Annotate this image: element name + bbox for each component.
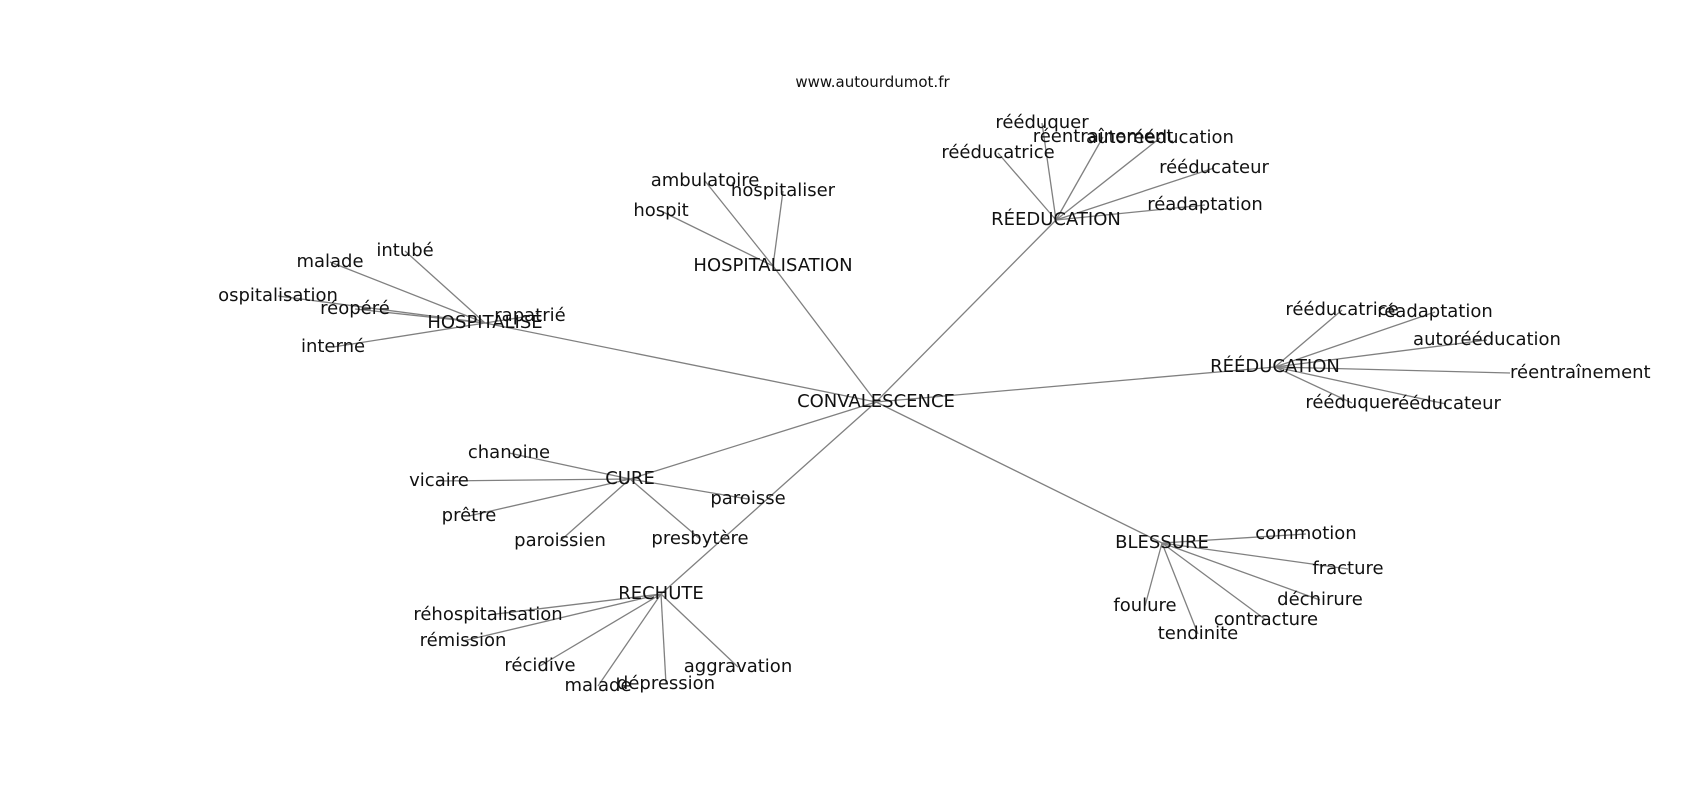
edge-center-to-hub	[772, 265, 877, 403]
leaf-node-label: rééduquer	[995, 112, 1089, 133]
hub-node-label: RECHUTE	[618, 583, 704, 604]
leaf-node-label: foulure	[1113, 595, 1176, 616]
edge-hub-to-leaf	[404, 250, 486, 324]
hub-node-label: BLESSURE	[1115, 532, 1209, 553]
edge-hub-to-leaf	[1055, 204, 1206, 221]
hub-node-label: HOSPITALISATION	[693, 255, 852, 276]
leaf-node-label: vicaire	[409, 470, 469, 491]
edge-hub-to-leaf	[484, 315, 531, 324]
edge-hub-to-leaf	[559, 478, 631, 542]
leaf-node-label: récidive	[504, 655, 575, 676]
edge-hub-to-leaf	[1161, 542, 1349, 570]
leaf-node-label: commotion	[1255, 523, 1356, 544]
leaf-node-label: réadaptation	[1377, 301, 1493, 322]
hub-node-label: RÉÉDUCATION	[1210, 355, 1340, 377]
edge-hub-to-leaf	[1274, 311, 1436, 368]
leaf-node-label: hospit	[633, 200, 688, 221]
edge-hub-to-leaf	[539, 593, 662, 667]
edge-hub-to-leaf	[1041, 122, 1057, 221]
edge-center-to-hub	[875, 219, 1057, 403]
leaf-node-label: malade	[296, 251, 363, 272]
graph-labels: CONVALESCENCE HOSPITALISÉ intubé malade ospi…	[218, 112, 1651, 696]
edge-hub-to-leaf	[597, 593, 662, 687]
center-node-label: CONVALESCENCE	[797, 391, 955, 412]
edge-center-to-hub	[875, 401, 1163, 544]
edge-hub-to-leaf	[1274, 366, 1353, 404]
edge-hub-to-leaf	[1274, 366, 1511, 374]
edge-hub-to-leaf	[1055, 137, 1161, 221]
leaf-node-label: hospitaliser	[731, 180, 836, 201]
leaf-node-label: réhospitalisation	[413, 604, 562, 625]
leaf-node-label: malade	[564, 675, 631, 696]
leaf-node-label: contracture	[1214, 609, 1318, 630]
edge-hub-to-leaf	[329, 261, 486, 324]
hub-node-label: HOSPITALISÉ	[427, 311, 542, 333]
edge-hub-to-leaf	[772, 190, 784, 267]
edge-hub-to-leaf	[1161, 542, 1199, 635]
edge-hub-to-leaf	[1274, 309, 1343, 368]
leaf-node-label: prêtre	[442, 505, 497, 526]
leaf-node-label: réentraînement	[1033, 126, 1174, 147]
graph-edges	[277, 122, 1511, 687]
watermark: www.autourdumot.fr	[795, 73, 950, 91]
leaf-node-label: rééducatrice	[941, 142, 1054, 163]
edge-hub-to-leaf	[1055, 136, 1104, 221]
leaf-node-label: rapatrié	[494, 305, 565, 326]
edge-hub-to-leaf	[629, 478, 701, 540]
edge-center-to-hub	[484, 322, 877, 403]
edge-hub-to-leaf	[277, 295, 486, 324]
leaf-node-label: chanoine	[468, 442, 550, 463]
edge-hub-to-leaf	[660, 210, 774, 267]
hub-node-label: RÉEDUCATION	[991, 208, 1121, 230]
edge-hub-to-leaf	[332, 322, 486, 348]
leaf-node-label: réopéré	[320, 298, 390, 319]
leaf-node-label: fracture	[1312, 558, 1383, 579]
leaf-node-label: intubé	[376, 240, 433, 261]
leaf-node-label: rééducateur	[1159, 157, 1269, 178]
edge-hub-to-leaf	[1161, 542, 1321, 601]
edge-hub-to-leaf	[1144, 542, 1163, 607]
leaf-node-label: rééducateur	[1391, 393, 1501, 414]
edge-hub-to-leaf	[1161, 542, 1267, 621]
edge-hub-to-leaf	[997, 152, 1057, 221]
leaf-node-label: déchirure	[1277, 589, 1363, 610]
edge-hub-to-leaf	[660, 593, 739, 668]
edge-center-to-hub	[875, 366, 1276, 403]
leaf-node-label: ospitalisation	[218, 285, 338, 306]
edge-center-to-hub	[660, 401, 877, 595]
leaf-node-label: ambulatoire	[651, 170, 760, 191]
edge-center-to-hub	[629, 401, 877, 480]
edge-hub-to-leaf	[438, 478, 631, 482]
leaf-node-label: dépression	[617, 673, 715, 694]
edge-hub-to-leaf	[704, 180, 774, 267]
leaf-node-label: autorééducation	[1086, 127, 1234, 148]
leaf-node-label: rééduquer	[1305, 392, 1399, 413]
edge-hub-to-leaf	[462, 593, 662, 642]
leaf-node-label: rémission	[420, 630, 507, 651]
edge-hub-to-leaf	[1274, 366, 1447, 405]
edge-hub-to-leaf	[1055, 167, 1215, 221]
hub-node-label: CURE	[605, 468, 655, 489]
edge-hub-to-leaf	[1161, 533, 1307, 544]
edge-hub-to-leaf	[468, 478, 631, 517]
edge-hub-to-leaf	[629, 478, 749, 500]
edge-hub-to-leaf	[660, 593, 667, 685]
edge-hub-to-leaf	[487, 593, 662, 616]
leaf-node-label: aggravation	[684, 656, 792, 677]
edge-hub-to-leaf	[354, 308, 486, 324]
edge-hub-to-leaf	[1274, 339, 1488, 368]
leaf-node-label: tendinite	[1158, 623, 1239, 644]
leaf-node-label: réentraînement	[1510, 362, 1651, 383]
leaf-node-label: paroisse	[710, 488, 785, 509]
leaf-node-label: presbytère	[651, 528, 748, 549]
leaf-node-label: paroissien	[514, 530, 606, 551]
leaf-node-label: autorééducation	[1413, 329, 1561, 350]
edge-hub-to-leaf	[508, 452, 631, 480]
leaf-node-label: réadaptation	[1147, 194, 1263, 215]
leaf-node-label: interné	[301, 336, 365, 357]
leaf-node-label: rééducatrice	[1285, 299, 1398, 320]
